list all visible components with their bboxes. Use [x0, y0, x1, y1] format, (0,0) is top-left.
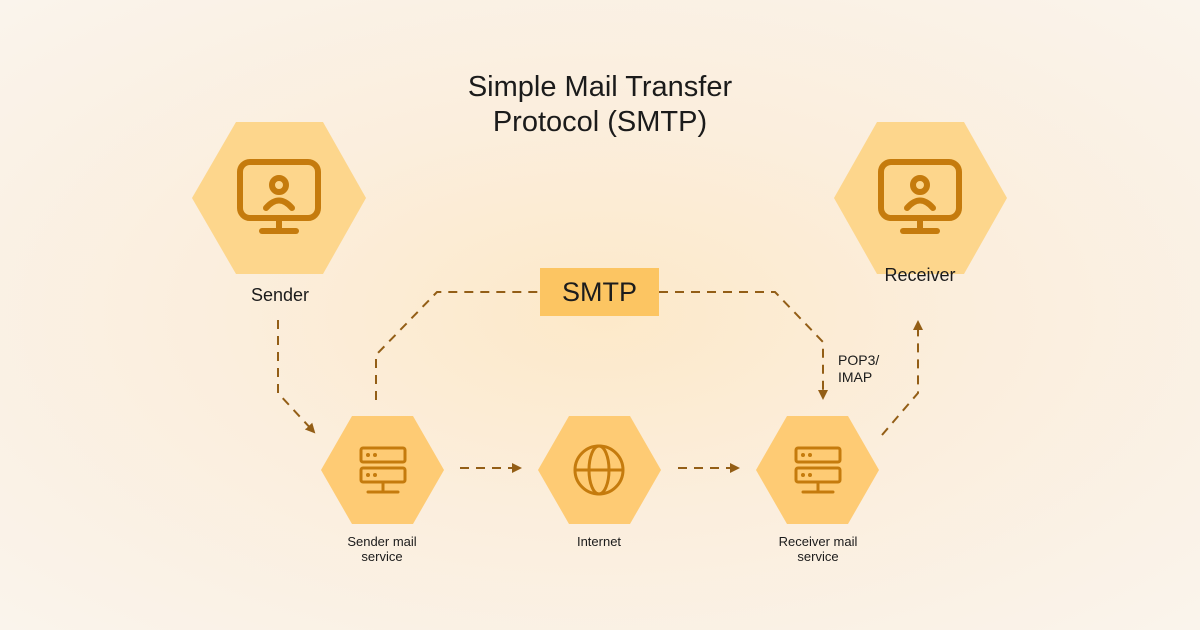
- title-line-2: Protocol (SMTP): [492, 106, 708, 138]
- server-icon: [359, 446, 407, 494]
- internet-node: [538, 416, 661, 524]
- sender-mail-service-node: [321, 416, 444, 524]
- title-line-1: Simple Mail Transfer: [467, 71, 733, 103]
- smtp-badge-label: SMTP: [561, 276, 637, 307]
- internet-label: Internet: [576, 534, 622, 549]
- connector-sender-to-sender-mail: [277, 320, 316, 434]
- sender-mail-service-label: Sender mail service: [322, 534, 442, 564]
- pop3-imap-label: POP3/ IMAP: [838, 352, 908, 386]
- receiver-mail-service-node: [756, 416, 879, 524]
- sender-node: [192, 122, 366, 274]
- receiver-label: Receiver: [884, 265, 956, 285]
- pop3-label-line-1: POP3/: [838, 352, 880, 368]
- receiver-mail-hexagon: [756, 416, 879, 524]
- monitor-user-icon: [237, 159, 321, 234]
- sender-mail-label-line-2: service: [361, 549, 403, 564]
- connector-smtp-to-receiver-mail: [659, 291, 828, 400]
- sender-mail-label-line-1: Sender mail: [347, 534, 417, 549]
- receiver-mail-service-label: Receiver mail service: [753, 534, 883, 564]
- sender-mail-hexagon: [321, 416, 444, 524]
- connector-sender-mail-to-smtp: [375, 291, 540, 400]
- page-title: Simple Mail Transfer Protocol (SMTP): [350, 70, 850, 140]
- connector-receiver-mail-to-receiver: [881, 320, 923, 436]
- receiver-node: [834, 122, 1007, 274]
- monitor-user-icon: [878, 159, 962, 234]
- receiver-mail-label-line-1: Receiver mail: [778, 534, 858, 549]
- globe-icon: [573, 444, 625, 496]
- receiver-mail-label-line-2: service: [797, 549, 839, 564]
- server-icon: [794, 446, 842, 494]
- sender-label: Sender: [250, 285, 310, 305]
- smtp-badge: SMTP: [540, 268, 659, 316]
- pop3-label-line-2: IMAP: [838, 369, 873, 385]
